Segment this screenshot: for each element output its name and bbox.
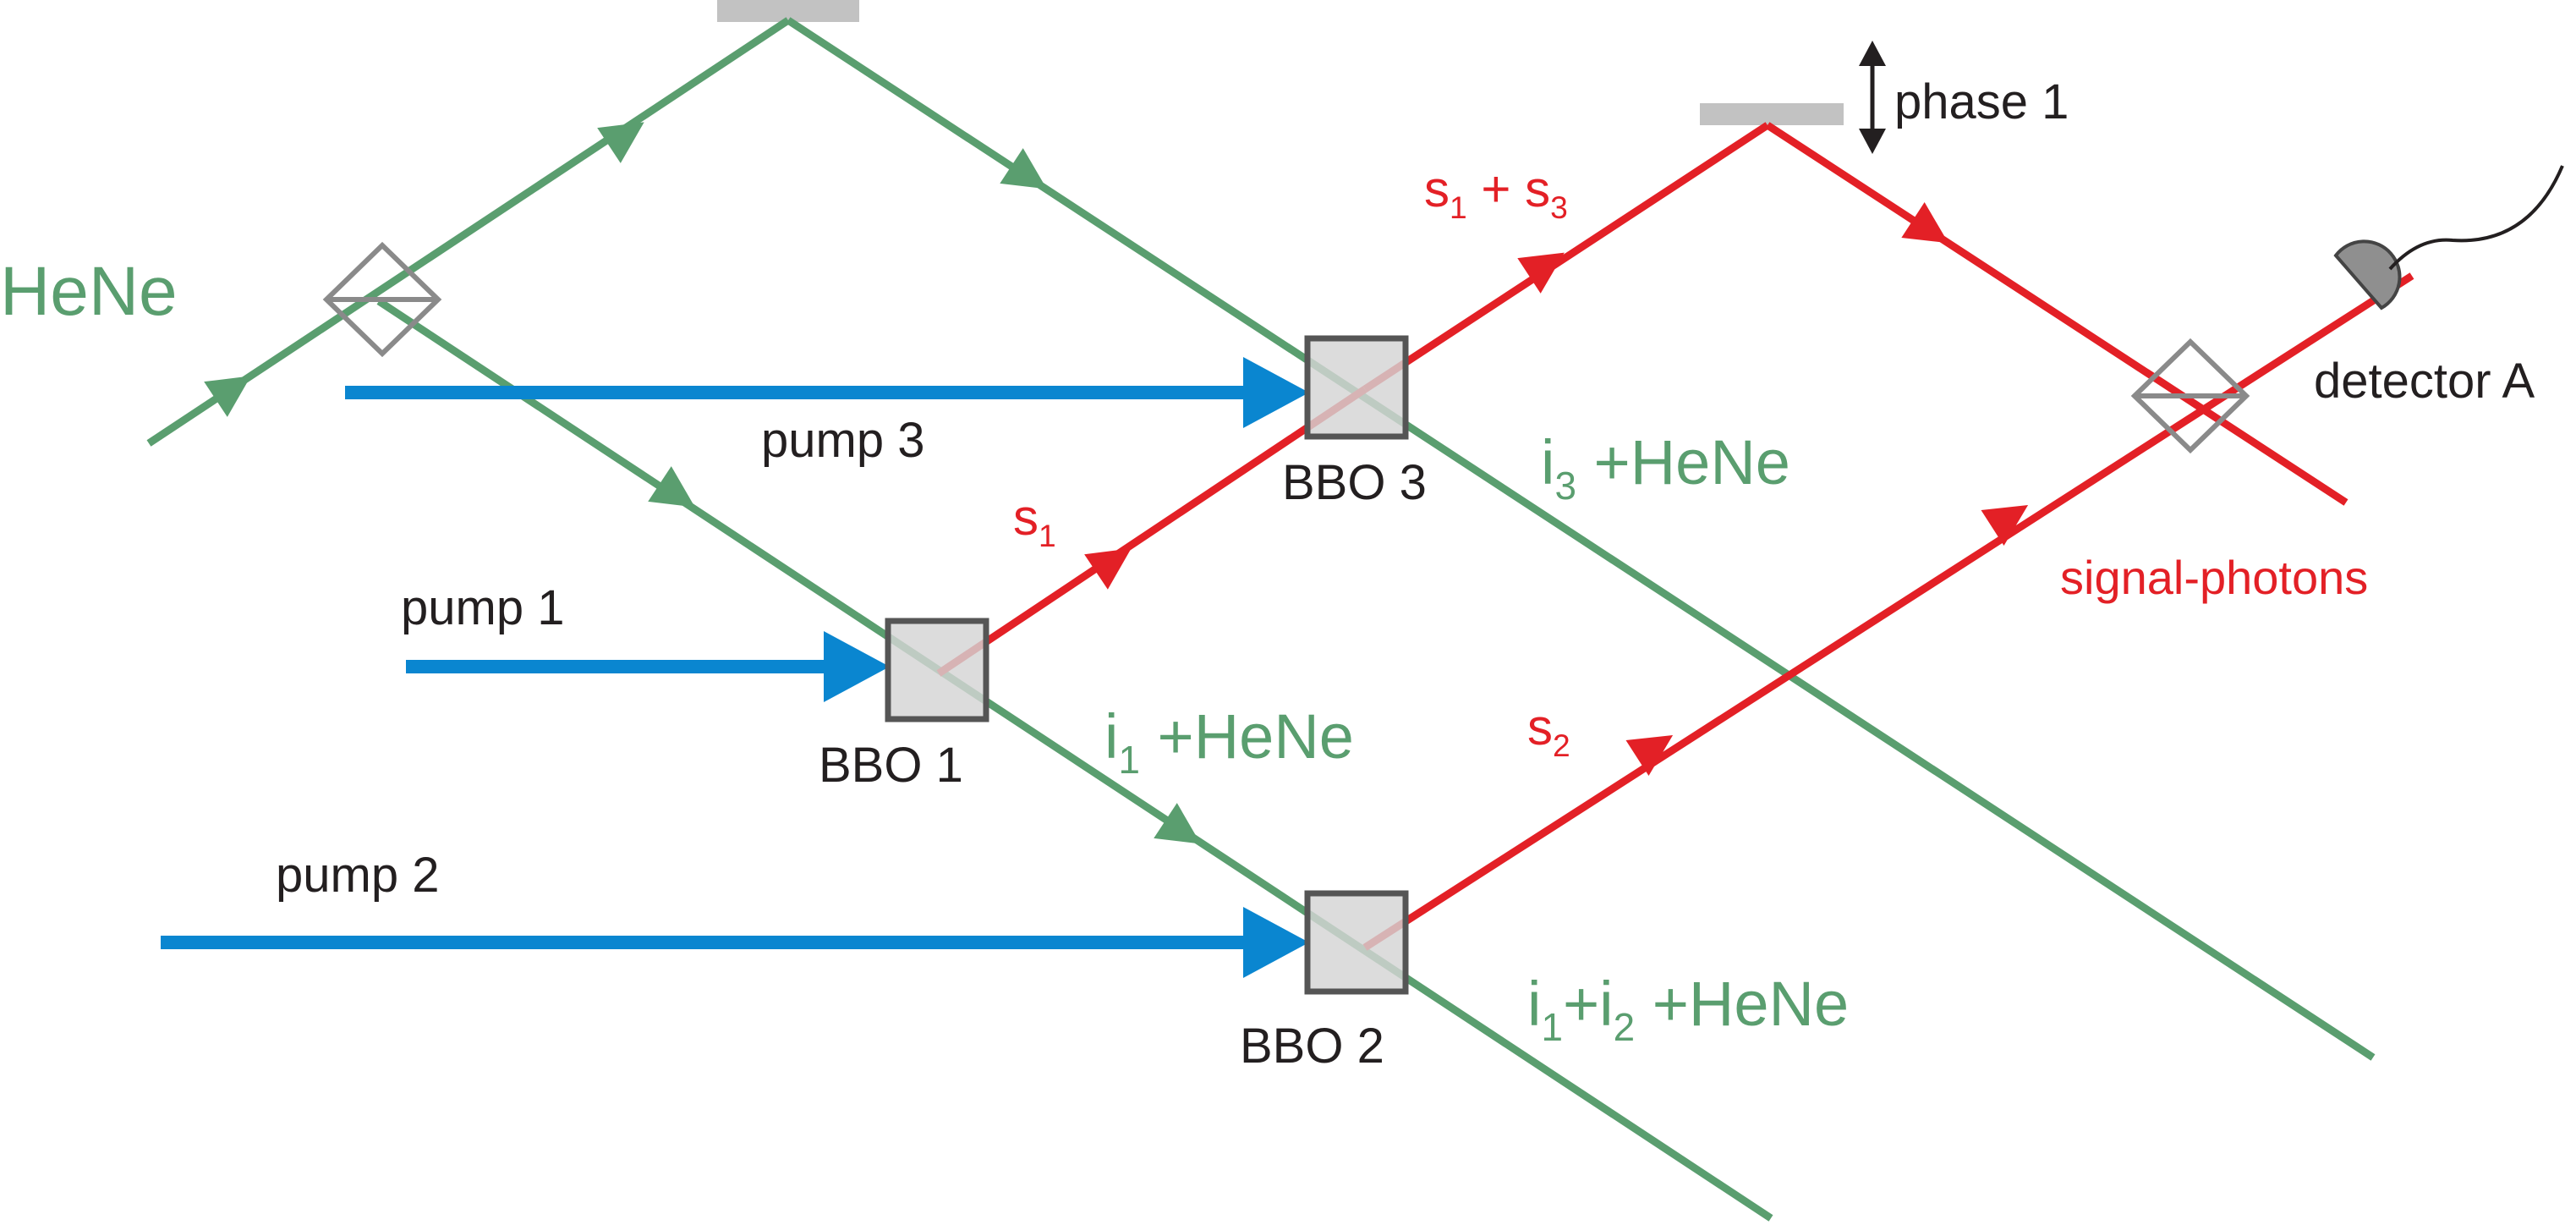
top-mirror [717,0,859,22]
signal-beams [936,122,2414,951]
s2-label: s2 [1527,699,1570,763]
bbo-crystals [885,335,1409,995]
pump-2-arrowhead [1243,907,1309,978]
hene-upper-arm [786,17,2376,1061]
s1-label: s1 [1013,489,1056,553]
red-arrow [1901,202,1948,244]
bbo-3-crystal [1304,335,1409,440]
phase-adjust-arrow [1859,41,1886,154]
red-arrows [1084,202,2029,777]
pump-3-label: pump 3 [761,413,924,468]
signal-s2 [1362,272,2414,951]
hene-lower-arm [376,298,1773,1222]
bbo-1-crystal [885,618,989,722]
bbo-3-label: BBO 3 [1282,455,1427,510]
pump-2-label: pump 2 [276,848,439,903]
bbo-2-label: BBO 2 [1240,1019,1384,1074]
red-arrow [1981,504,2029,547]
signal-reflected [1765,122,2349,506]
green-arrow [648,466,695,508]
beam-splitters [322,241,2250,454]
i1-plus-i2-hene-label: i1+i2 +HeNe [1527,969,1849,1049]
hene-beams [146,17,2376,1222]
hene-input-beam [146,17,791,447]
input-beam-splitter [322,241,442,358]
green-arrows [204,122,1201,844]
s1-plus-s3-label: s1 + s3 [1424,161,1568,225]
detector-a-label: detector A [2314,354,2535,409]
pump-3-arrowhead [1243,357,1309,428]
pump-beams [161,357,1309,978]
bbo-1-label: BBO 1 [819,738,963,793]
phase-mirror [1700,103,1844,125]
green-arrow [1000,148,1047,190]
signal-photons-label: signal-photons [2060,551,2368,604]
red-arrow [1625,734,1674,777]
i1-hene-label: i1 +HeNe [1104,701,1354,782]
pump-1-arrowhead [824,631,890,702]
hene-label: HeNe [0,253,178,330]
pump-1-label: pump 1 [401,580,564,635]
red-arrow [1517,252,1565,294]
green-arrow [204,376,251,417]
i3-hene-label: i3 +HeNe [1541,427,1790,508]
green-arrow [597,122,644,163]
red-arrow [1084,548,1132,590]
signal-s1-s3 [1362,122,1770,393]
phase-1-label: phase 1 [1894,74,2069,129]
signal-s1 [936,386,1367,677]
output-beam-splitter [2130,338,2250,454]
detector-a-icon [2333,165,2564,310]
green-arrow [1154,803,1201,844]
bbo-2-crystal [1304,890,1409,995]
